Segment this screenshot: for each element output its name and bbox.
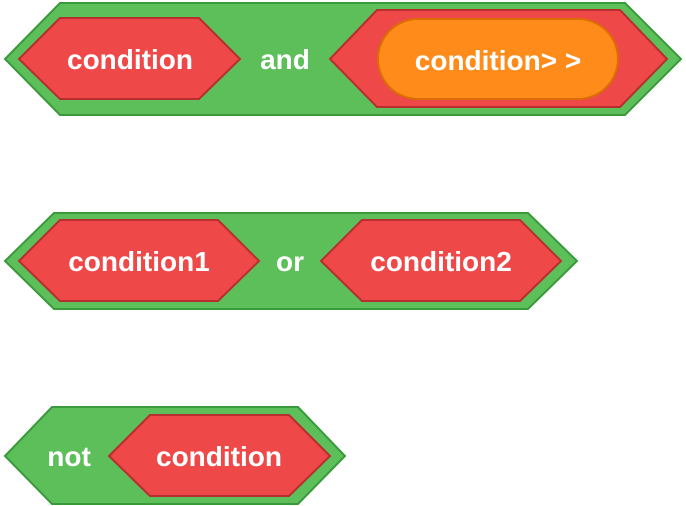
or-left-condition-slot[interactable]: condition1: [17, 219, 261, 302]
and-left-condition-slot[interactable]: condition: [17, 17, 242, 100]
not-block[interactable]: not condition: [3, 406, 347, 505]
not-operand-condition-label: condition: [156, 441, 282, 472]
or-operator-label: or: [276, 246, 304, 277]
and-inner-reporter-shape[interactable]: [377, 18, 619, 100]
not-operand-condition-shape: [107, 414, 332, 497]
or-right-condition-slot[interactable]: condition2: [319, 219, 563, 302]
and-left-condition-label: condition: [67, 44, 193, 75]
and-block[interactable]: condition and condition> >: [3, 2, 683, 116]
or-right-condition-label: condition2: [370, 246, 512, 277]
not-operand-condition-slot[interactable]: condition: [107, 414, 332, 497]
and-left-condition-shape: [17, 17, 242, 100]
or-left-condition-shape: [17, 219, 261, 302]
and-inner-reporter-label: condition> >: [415, 45, 581, 76]
and-right-condition-slot[interactable]: condition> >: [328, 9, 669, 108]
or-left-condition-label: condition1: [68, 246, 210, 277]
or-right-condition-shape: [319, 219, 563, 302]
and-operator-label: and: [260, 44, 310, 75]
or-block[interactable]: condition1 or condition2: [3, 212, 579, 310]
not-operator-label: not: [47, 441, 91, 472]
